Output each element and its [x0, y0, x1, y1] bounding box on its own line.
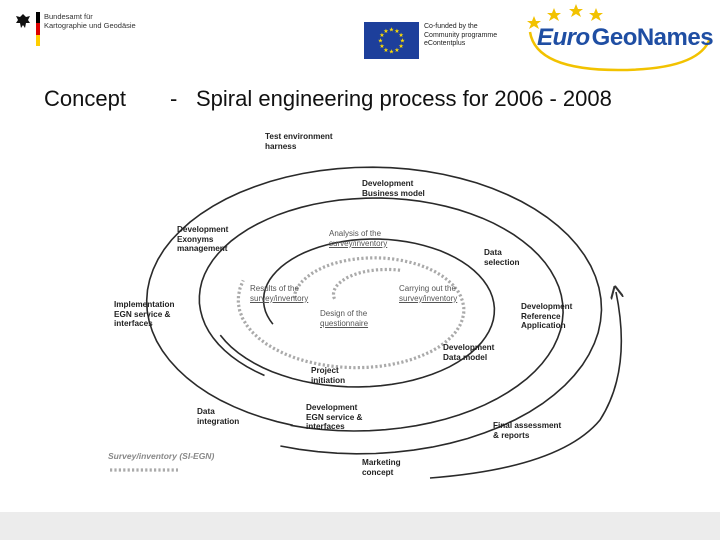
federal-eagle-icon: [16, 14, 30, 28]
eu-star-icon: ★: [379, 32, 384, 39]
label-line: Development: [177, 225, 229, 234]
label-line: harness: [265, 141, 297, 151]
eu-star-icon: ★: [389, 27, 394, 34]
label-line: Test environment: [265, 132, 333, 141]
label-line: Business model: [362, 188, 425, 198]
spiral-outer-ring-1: [198, 197, 564, 432]
label-line: initiation: [311, 375, 346, 385]
legend-label: Survey/inventory (SI-EGN): [108, 451, 215, 461]
label-line: survey/inventory: [399, 293, 458, 303]
eu-cofunding-line: Community programme: [424, 31, 498, 39]
label-implementation-egn: Implementation EGN service & interfaces: [114, 300, 175, 329]
label-line: Final assessment: [493, 421, 562, 430]
survey-dashed-spiral-core: [331, 267, 402, 300]
label-line: questionnaire: [320, 318, 369, 328]
label-line: management: [177, 244, 228, 254]
label-development-exonyms: Development Exonyms management: [177, 225, 228, 254]
bkg-logo: Bundesamt für Kartographie und Geodäsie: [14, 10, 154, 50]
label-line: Results of the: [250, 284, 299, 293]
label-line: Development: [362, 179, 414, 188]
label-line: Project: [311, 366, 339, 375]
eu-star-icon: ★: [378, 38, 383, 45]
label-line: integration: [197, 416, 240, 426]
eu-star-icon: ★: [379, 43, 384, 50]
eu-star-icon: ★: [389, 49, 394, 56]
eurogeonames-logo-arc-icon: [527, 4, 712, 72]
label-line: survey/inventory: [250, 293, 309, 303]
spiral-inner-ring: [219, 238, 496, 388]
label-line: Data model: [443, 352, 488, 362]
label-line: Reference: [521, 311, 561, 321]
label-project-initiation: Project initiation: [311, 366, 345, 385]
label-line: concept: [362, 467, 394, 477]
label-results-survey: Results of the survey/inventory: [250, 284, 308, 303]
label-test-environment: Test environment harness: [265, 132, 333, 151]
label-line: interfaces: [114, 319, 153, 329]
label-marketing-concept: Marketing concept: [362, 458, 401, 477]
label-line: Exonyms: [177, 234, 214, 244]
eu-star-icon: ★: [394, 28, 399, 35]
label-line: Development: [306, 403, 358, 412]
logo-euro: Euro: [537, 24, 590, 51]
label-line: Design of the: [320, 309, 368, 318]
label-line: interfaces: [306, 422, 345, 432]
page-title: Spiral engineering process for 2006 - 20…: [196, 86, 612, 111]
german-flag-stripe: [36, 12, 40, 46]
label-data-integration: Data integration: [197, 407, 239, 426]
spiral-exit-arrow: [429, 292, 621, 479]
label-development-data-model: Development Data model: [443, 343, 494, 362]
label-final-assessment: Final assessment & reports: [493, 421, 561, 440]
label-line: EGN service &: [306, 412, 363, 422]
label-line: Development: [521, 302, 573, 311]
label-carrying-out-survey: Carrying out the survey/inventory: [399, 284, 457, 303]
label-line: Implementation: [114, 300, 175, 309]
label-design-questionnaire: Design of the questionnaire: [320, 309, 368, 328]
eu-flag-icon: ★★★★★★★★★★★★: [364, 22, 419, 59]
bkg-logo-text: Bundesamt für Kartographie und Geodäsie: [44, 12, 136, 30]
eu-cofunding-line: Co-funded by the: [424, 23, 478, 30]
label-line: EGN service &: [114, 309, 171, 319]
eu-star-icon: ★: [394, 47, 399, 54]
eu-star-icon: ★: [400, 38, 405, 45]
label-line: survey/inventory: [329, 238, 388, 248]
label-line: Marketing: [362, 458, 401, 467]
footer-band: [0, 512, 720, 540]
label-line: Application: [521, 321, 566, 331]
logo-geonames: GeoNames: [591, 24, 714, 51]
eu-star-icon: ★: [383, 28, 388, 35]
label-development-reference-application: Development Reference Application: [521, 302, 572, 331]
concept-label: Concept: [44, 86, 126, 111]
label-development-business-model: Development Business model: [362, 179, 425, 198]
spiral-outer-ring-2: [145, 166, 603, 455]
label-line: Development: [443, 343, 495, 352]
label-line: Carrying out the: [399, 284, 456, 293]
eu-star-icon: ★: [398, 43, 403, 50]
eu-star-icon: ★: [398, 32, 403, 39]
eu-star-icon: ★: [383, 47, 388, 54]
label-line: Analysis of the: [329, 229, 382, 238]
label-line: Data: [197, 407, 215, 416]
label-data-selection: Data selection: [484, 248, 520, 267]
eu-cofunding-line: eContentplus: [424, 40, 466, 48]
label-analysis-survey: Analysis of the survey/inventory: [329, 229, 387, 248]
label-line: selection: [484, 257, 520, 267]
title-dash: -: [170, 86, 178, 111]
label-development-egn-service: Development EGN service & interfaces: [306, 403, 362, 432]
eu-cofunding-text: Co-funded by the Community programme eCo…: [424, 23, 497, 49]
label-line: & reports: [493, 430, 530, 440]
label-line: Data: [484, 248, 502, 257]
eurogeonames-logo-text: EuroGeoNames: [537, 24, 714, 52]
